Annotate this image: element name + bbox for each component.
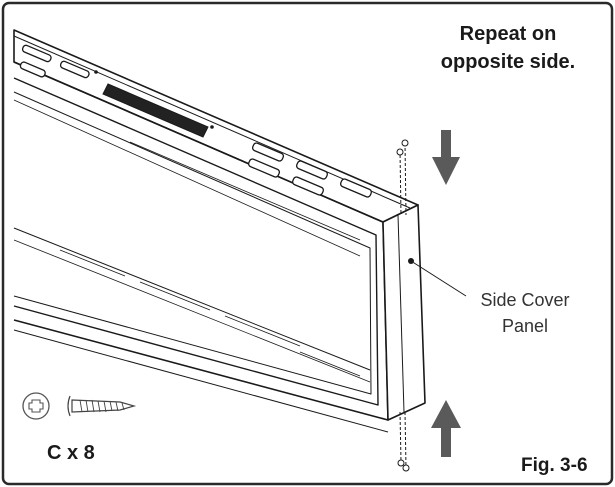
callout-line-1: Side Cover (480, 290, 570, 310)
phillips-screw-icon (22, 392, 50, 420)
screw-icon (396, 139, 410, 472)
top-screw-hole (94, 70, 98, 74)
screw-side-icon (67, 395, 137, 417)
figure-label: Fig. 3-6 (521, 455, 588, 476)
callout-leader (410, 260, 467, 297)
heater-grille (102, 83, 209, 138)
hardware-quantity: C x 8 (47, 442, 95, 464)
up-arrow-icon (431, 400, 461, 457)
fireplace-unit (13, 29, 426, 433)
callout-line-2: Panel (501, 316, 549, 336)
repeat-instruction: Repeat on opposite side. (408, 20, 608, 76)
top-screw-hole (210, 125, 214, 129)
repeat-line-1: Repeat on (459, 23, 557, 45)
top-vents (19, 44, 373, 198)
repeat-line-2: opposite side. (440, 51, 576, 73)
down-arrow-icon (432, 130, 460, 185)
screw-guides (399, 142, 407, 469)
side-cover-panel-label: Side Cover Panel (455, 287, 595, 339)
